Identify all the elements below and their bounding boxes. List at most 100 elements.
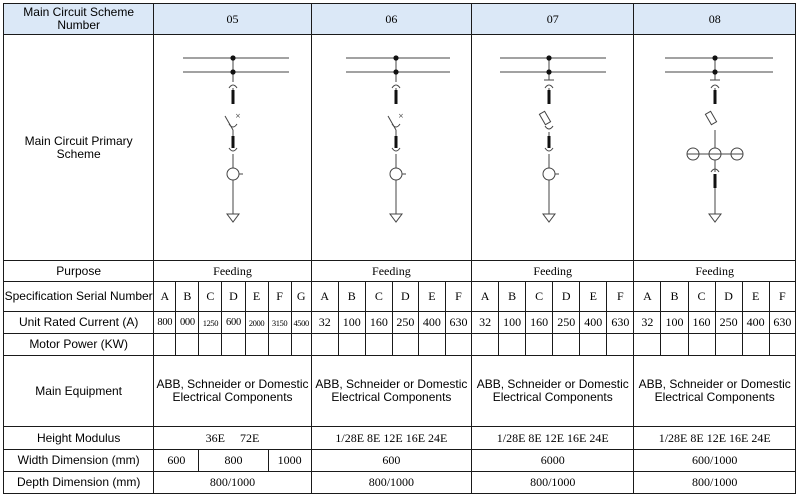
current-08-b: 100: [660, 311, 689, 334]
current-07-f: 630: [606, 311, 635, 334]
svg-text:×: ×: [235, 112, 241, 120]
scheme-number-05: 05: [153, 3, 312, 35]
motor-power-cell: [198, 333, 223, 356]
row-label-serial: Specification Serial Number: [2, 281, 155, 312]
current-05-a: 800: [153, 311, 177, 334]
row-label-motor-power: Motor Power (KW): [2, 333, 155, 356]
row-label-height-modulus: Height Modulus: [2, 426, 155, 450]
current-07-e: 400: [579, 311, 608, 334]
serial-08-f: F: [768, 281, 797, 312]
purpose-05: Feeding: [153, 260, 312, 282]
current-06-d: 250: [391, 311, 419, 334]
serial-07-b: B: [498, 281, 527, 312]
purpose-08: Feeding: [633, 260, 796, 282]
scheme-number-08: 08: [633, 3, 796, 35]
current-06-f: 630: [444, 311, 473, 334]
circuit-diagram-08: [664, 54, 773, 223]
scheme-number-07: 07: [471, 3, 635, 35]
serial-05-c: C: [198, 281, 223, 312]
height-06: 1/28E 8E 12E 16E 24E: [310, 426, 473, 450]
serial-06-d: D: [391, 281, 419, 312]
serial-07-d: D: [552, 281, 581, 312]
primary-scheme-06: ×: [310, 34, 473, 261]
current-07-a: 32: [471, 311, 500, 334]
width-05-a: 600: [153, 449, 200, 472]
serial-row: Specification Serial Number A B C D E F …: [2, 281, 797, 312]
motor-power-cell: [552, 333, 581, 356]
purpose-07: Feeding: [471, 260, 635, 282]
current-06-c: 160: [364, 311, 393, 334]
current-08-f: 630: [768, 311, 797, 334]
motor-power-cell: [471, 333, 500, 356]
serial-08-c: C: [687, 281, 716, 312]
motor-power-cell: [525, 333, 554, 356]
serial-06-b: B: [337, 281, 366, 312]
depth-08: 800/1000: [633, 471, 796, 494]
width-06: 600: [310, 449, 473, 472]
motor-power-cell: [687, 333, 716, 356]
equipment-05: ABB, Schneider or Domestic Electrical Co…: [153, 355, 312, 427]
current-05-e: 2000: [244, 311, 269, 334]
height-08: 1/28E 8E 12E 16E 24E: [633, 426, 796, 450]
current-07-b: 100: [498, 311, 527, 334]
motor-power-cell: [606, 333, 635, 356]
depth-06: 800/1000: [310, 471, 473, 494]
serial-05-d: D: [221, 281, 246, 312]
current-05-c: 1250: [198, 311, 223, 334]
current-05-f: 3150: [267, 311, 292, 334]
current-05-b: 000: [175, 311, 200, 334]
primary-scheme-row: Main Circuit Primary Scheme: [2, 34, 796, 261]
current-07-d: 250: [552, 311, 581, 334]
height-modulus-row: Height Modulus 36E 72E 1/28E 8E 12E 16E …: [2, 426, 796, 450]
width-05-b: 800: [198, 449, 269, 472]
current-08-d: 250: [714, 311, 743, 334]
serial-06-c: C: [364, 281, 393, 312]
motor-power-cell: [364, 333, 393, 356]
serial-07-a: A: [471, 281, 500, 312]
motor-power-cell: [310, 333, 339, 356]
motor-power-row: Motor Power (KW): [2, 333, 797, 356]
motor-power-cell: [741, 333, 770, 356]
row-label-depth: Depth Dimension (mm): [2, 471, 155, 494]
motor-power-cell: [337, 333, 366, 356]
height-05-value-2: 72E: [240, 430, 260, 445]
specification-table: Main Circuit Scheme Number 05 06 07 08 M…: [2, 3, 797, 494]
width-05-c: 1000: [267, 449, 312, 472]
current-05-g: 4500: [290, 311, 312, 334]
serial-05-e: E: [244, 281, 269, 312]
width-07: 6000: [471, 449, 635, 472]
primary-scheme-08: [633, 34, 796, 261]
row-label-primary-scheme: Main Circuit Primary Scheme: [2, 34, 155, 261]
equipment-07: ABB, Schneider or Domestic Electrical Co…: [471, 355, 635, 427]
height-07: 1/28E 8E 12E 16E 24E: [471, 426, 635, 450]
main-equipment-row: Main Equipment ABB, Schneider or Domesti…: [2, 355, 796, 427]
current-05-d: 600: [221, 311, 246, 334]
serial-08-d: D: [714, 281, 743, 312]
motor-power-cell: [290, 333, 312, 356]
motor-power-cell: [221, 333, 246, 356]
motor-power-cell: [391, 333, 419, 356]
serial-05-b: B: [175, 281, 200, 312]
serial-05-g: G: [290, 281, 312, 312]
circuit-diagram-07: [500, 54, 607, 223]
serial-05-f: F: [267, 281, 292, 312]
motor-power-cell: [633, 333, 662, 356]
motor-power-cell: [267, 333, 292, 356]
row-label-width: Width Dimension (mm): [2, 449, 155, 472]
motor-power-cell: [579, 333, 608, 356]
row-label-rated-current: Unit Rated Current (A): [2, 311, 155, 334]
serial-08-b: B: [660, 281, 689, 312]
motor-power-cell: [768, 333, 797, 356]
svg-text:×: ×: [398, 112, 404, 120]
serial-07-f: F: [606, 281, 635, 312]
primary-scheme-07: [471, 34, 635, 261]
row-label-scheme-number: Main Circuit Scheme Number: [2, 3, 155, 35]
current-08-c: 160: [687, 311, 716, 334]
motor-power-cell: [498, 333, 527, 356]
row-label-main-equipment: Main Equipment: [2, 355, 155, 427]
purpose-06: Feeding: [310, 260, 473, 282]
serial-07-c: C: [525, 281, 554, 312]
equipment-06: ABB, Schneider or Domestic Electrical Co…: [310, 355, 473, 427]
current-06-b: 100: [337, 311, 366, 334]
serial-06-a: A: [310, 281, 339, 312]
